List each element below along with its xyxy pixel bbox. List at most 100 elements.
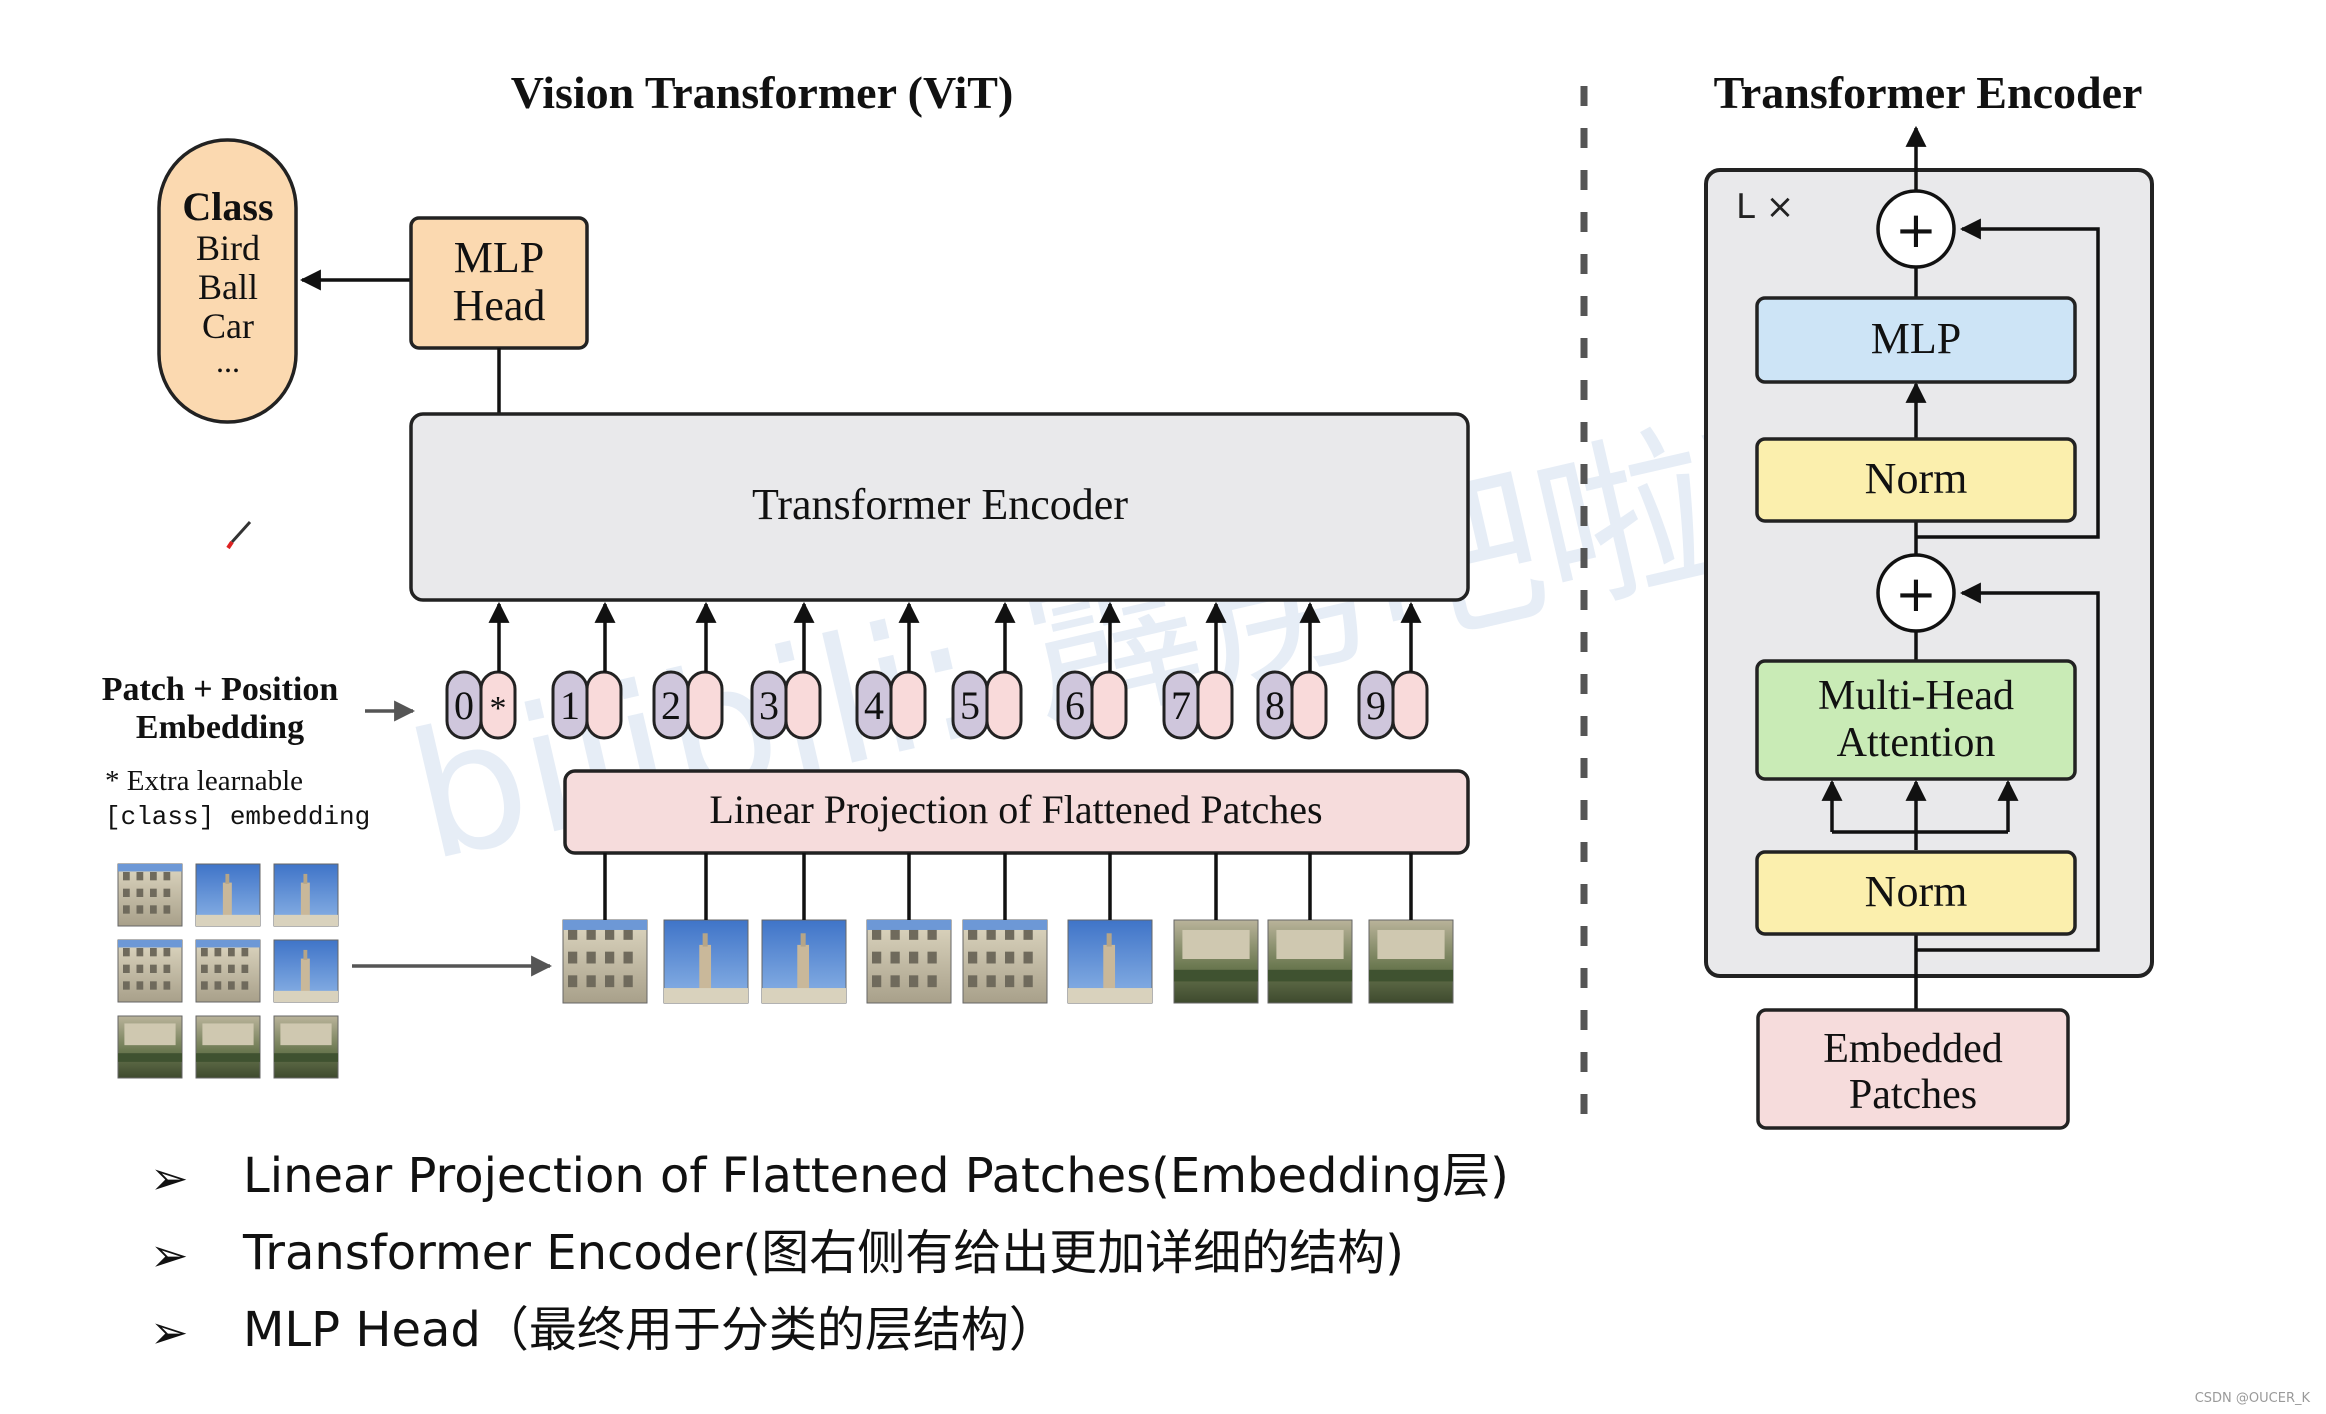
class-item: Car [202, 306, 254, 346]
position-embedding [1196, 670, 1234, 740]
sequence-patch [1067, 919, 1153, 1004]
encoder-mlp-box: MLP [1755, 296, 2077, 384]
bullet-marker: ➢ [150, 1228, 189, 1282]
multi-head-attention-box: Multi-Head Attention [1755, 659, 2077, 781]
add-circle-bottom: + [1876, 553, 1956, 633]
class-item: Bird [196, 228, 260, 268]
position-embedding [1090, 670, 1128, 740]
token-2: 2 [652, 601, 724, 740]
patch-position-label-line2: Embedding [136, 709, 304, 746]
csdn-credit: CSDN @OUCER_K [2195, 1391, 2311, 1406]
norm-top-box: Norm [1755, 437, 2077, 523]
grid-patch [117, 1015, 183, 1079]
sequence-patch [866, 919, 952, 1004]
token-6: 6 [1056, 601, 1128, 740]
token-9: 9 [1357, 601, 1429, 740]
class-box: Class Bird Ball Car ... [157, 138, 298, 424]
add-circle-top: + [1876, 189, 1956, 269]
plus-symbol: + [1895, 201, 1937, 259]
plus-symbol: + [1895, 565, 1937, 623]
linear-projection-box: Linear Projection of Flattened Patches [563, 769, 1470, 855]
token-number: 4 [864, 683, 884, 728]
token-3: 3 [750, 601, 822, 740]
grid-patch [195, 1015, 261, 1079]
grid-patch [117, 863, 183, 927]
sequence-patch [1173, 919, 1259, 1004]
class-item: Ball [198, 267, 258, 307]
sequence-patch [761, 919, 847, 1004]
position-embedding [784, 670, 822, 740]
class-item: ... [216, 343, 240, 379]
position-embedding [985, 670, 1023, 740]
class-token-marker: * [490, 690, 507, 727]
encoder-mlp-label: MLP [1871, 314, 1961, 363]
transformer-encoder-label: Transformer Encoder [752, 480, 1128, 529]
bullet-item-2: Transformer Encoder(图右侧有给出更加详细的结构) [242, 1225, 1404, 1281]
extra-note-line2: [class] embedding [105, 802, 370, 832]
sequence-patch [1368, 919, 1454, 1004]
class-title: Class [182, 184, 273, 229]
image-patch-grid [117, 863, 339, 1079]
token-0: 0* [445, 601, 517, 740]
sequence-patch [1267, 919, 1353, 1004]
grid-patch [195, 863, 261, 927]
position-embedding [889, 670, 927, 740]
token-number: 3 [759, 683, 779, 728]
grid-patch [117, 939, 183, 1003]
encoder-detail-title: Transformer Encoder [1714, 67, 2143, 118]
embedded-line2: Patches [1849, 1072, 1977, 1118]
norm-bottom-box: Norm [1755, 850, 2077, 936]
token-number: 5 [960, 683, 980, 728]
embedded-patches-box: Embedded Patches [1756, 1008, 2070, 1130]
grid-patch [273, 863, 339, 927]
token-number: 7 [1171, 683, 1191, 728]
token-number: 1 [560, 683, 580, 728]
transformer-encoder-box: Transformer Encoder [409, 412, 1470, 602]
token-8: 8 [1256, 601, 1328, 740]
sequence-patch [962, 919, 1048, 1004]
position-embedding [1391, 670, 1429, 740]
token-number: 6 [1065, 683, 1085, 728]
grid-patch [195, 939, 261, 1003]
residual-connection-2 [1916, 218, 2100, 539]
token-number: 9 [1366, 683, 1386, 728]
grid-patch [273, 939, 339, 1003]
embedded-line1: Embedded [1823, 1026, 2003, 1072]
mlp-head-box: MLP Head [409, 216, 589, 350]
norm-top-label: Norm [1865, 454, 1968, 503]
patch-sequence [562, 919, 1454, 1004]
token-5: 5 [951, 601, 1023, 740]
mha-line2: Attention [1837, 720, 1996, 766]
bullet-item-1: Linear Projection of Flattened Patches(E… [243, 1148, 1509, 1204]
pen-cursor-icon [226, 520, 252, 550]
token-4: 4 [855, 601, 927, 740]
position-embedding [1290, 670, 1328, 740]
extra-note-line1: * Extra learnable [105, 765, 303, 797]
sequence-patch [562, 919, 648, 1004]
grid-patch [273, 1015, 339, 1079]
token-number: 2 [661, 683, 681, 728]
mha-line1: Multi-Head [1818, 673, 2014, 719]
vit-title: Vision Transformer (ViT) [511, 67, 1014, 118]
repeat-label: L × [1736, 187, 1794, 227]
bullet-list: ➢ Linear Projection of Flattened Patches… [150, 1148, 1509, 1359]
token-number: 0 [454, 683, 474, 728]
token-7: 7 [1162, 601, 1234, 740]
mlp-head-line1: MLP [454, 233, 544, 282]
sequence-patch [663, 919, 749, 1004]
position-embedding [686, 670, 724, 740]
linear-projection-label: Linear Projection of Flattened Patches [709, 787, 1322, 832]
token-number: 8 [1265, 683, 1285, 728]
patch-to-projection-lines [603, 853, 1413, 920]
position-embedding [585, 670, 623, 740]
token-1: 1 [551, 601, 623, 740]
bullet-marker: ➢ [150, 1305, 189, 1359]
bullet-marker: ➢ [150, 1151, 189, 1205]
norm-bottom-label: Norm [1865, 867, 1968, 916]
bullet-item-3: MLP Head（最终用于分类的层结构） [243, 1302, 1057, 1358]
patch-position-label-line1: Patch + Position [102, 671, 339, 708]
residual-connection-1 [1916, 582, 2100, 952]
mlp-head-line2: Head [453, 281, 546, 330]
